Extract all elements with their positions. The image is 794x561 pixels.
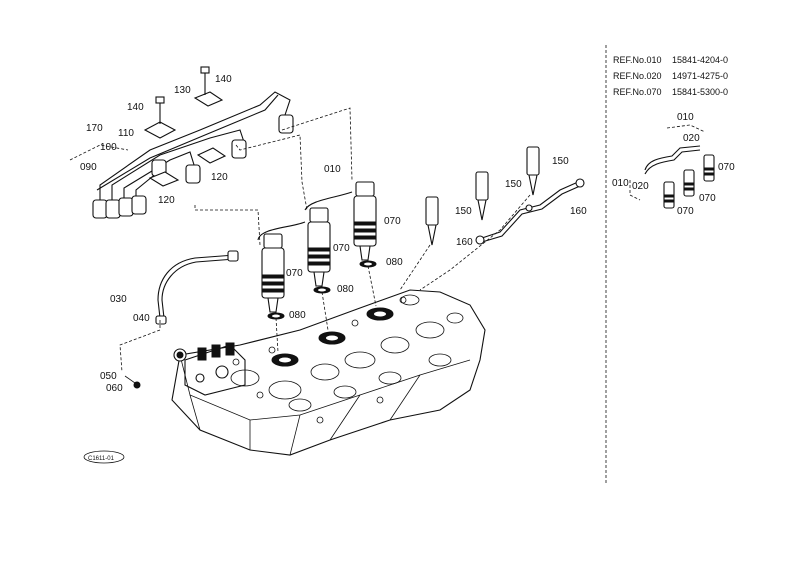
ref-part-010: 15841-4204-0	[672, 55, 728, 65]
callout-150-a: 150	[455, 206, 472, 217]
ref-part-020: 14971-4275-0	[672, 71, 728, 81]
callout-150-c: 150	[552, 156, 569, 167]
callout-160-b: 160	[570, 206, 587, 217]
inset-callout-010-a: 010	[677, 112, 694, 123]
inset-callout-020-a: 020	[683, 133, 700, 144]
callout-150-b: 150	[505, 179, 522, 190]
callout-080-c: 080	[386, 257, 403, 268]
callout-070-a: 070	[286, 268, 303, 279]
callout-100: 100	[100, 142, 117, 153]
callout-090: 090	[80, 162, 97, 173]
ref-part-070: 15841-5300-0	[672, 87, 728, 97]
return-pipe	[155, 250, 239, 325]
callout-130: 130	[174, 85, 191, 96]
ref-label-010: REF.No.010	[613, 55, 662, 65]
cylinder-head	[171, 289, 486, 456]
callout-060: 060	[106, 383, 123, 394]
callout-030: 030	[110, 294, 127, 305]
callout-070-b: 070	[333, 243, 350, 254]
callout-120-a: 120	[211, 172, 228, 183]
stamp: C1611-01	[83, 450, 125, 464]
ref-label-020: REF.No.020	[613, 71, 662, 81]
reference-list: REF.No.010 15841-4204-0 REF.No.020 14971…	[613, 55, 728, 97]
callout-160-a: 160	[456, 237, 473, 248]
callout-070-c: 070	[384, 216, 401, 227]
callout-labels: 010 030 040 050 060 070 070 070 080 080 …	[80, 74, 587, 394]
callout-010: 010	[324, 164, 341, 175]
inset-callout-010-b: 010	[612, 178, 629, 189]
inset-callout-070-a: 070	[718, 162, 735, 173]
callout-120-b: 120	[158, 195, 175, 206]
callout-140-b: 140	[215, 74, 232, 85]
callout-080-a: 080	[289, 310, 306, 321]
callout-110: 110	[118, 128, 134, 139]
nozzle-holders	[257, 181, 377, 320]
inset-diagram: 010 020 010 020 070 070 070	[612, 112, 735, 217]
nozzles-150	[425, 146, 585, 246]
leader-lines	[69, 107, 531, 389]
callout-140-a: 140	[127, 102, 144, 113]
inset-callout-070-b: 070	[699, 193, 716, 204]
ref-label-070: REF.No.070	[613, 87, 662, 97]
callout-050: 050	[100, 371, 117, 382]
injection-pipes	[92, 66, 294, 219]
stamp-text: C1611-01	[88, 456, 115, 462]
callout-040: 040	[133, 313, 150, 324]
callout-080-b: 080	[337, 284, 354, 295]
inset-callout-020-b: 020	[632, 181, 649, 192]
injection-pump	[173, 342, 246, 396]
inset-callout-070-c: 070	[677, 206, 694, 217]
callout-170: 170	[86, 123, 103, 134]
